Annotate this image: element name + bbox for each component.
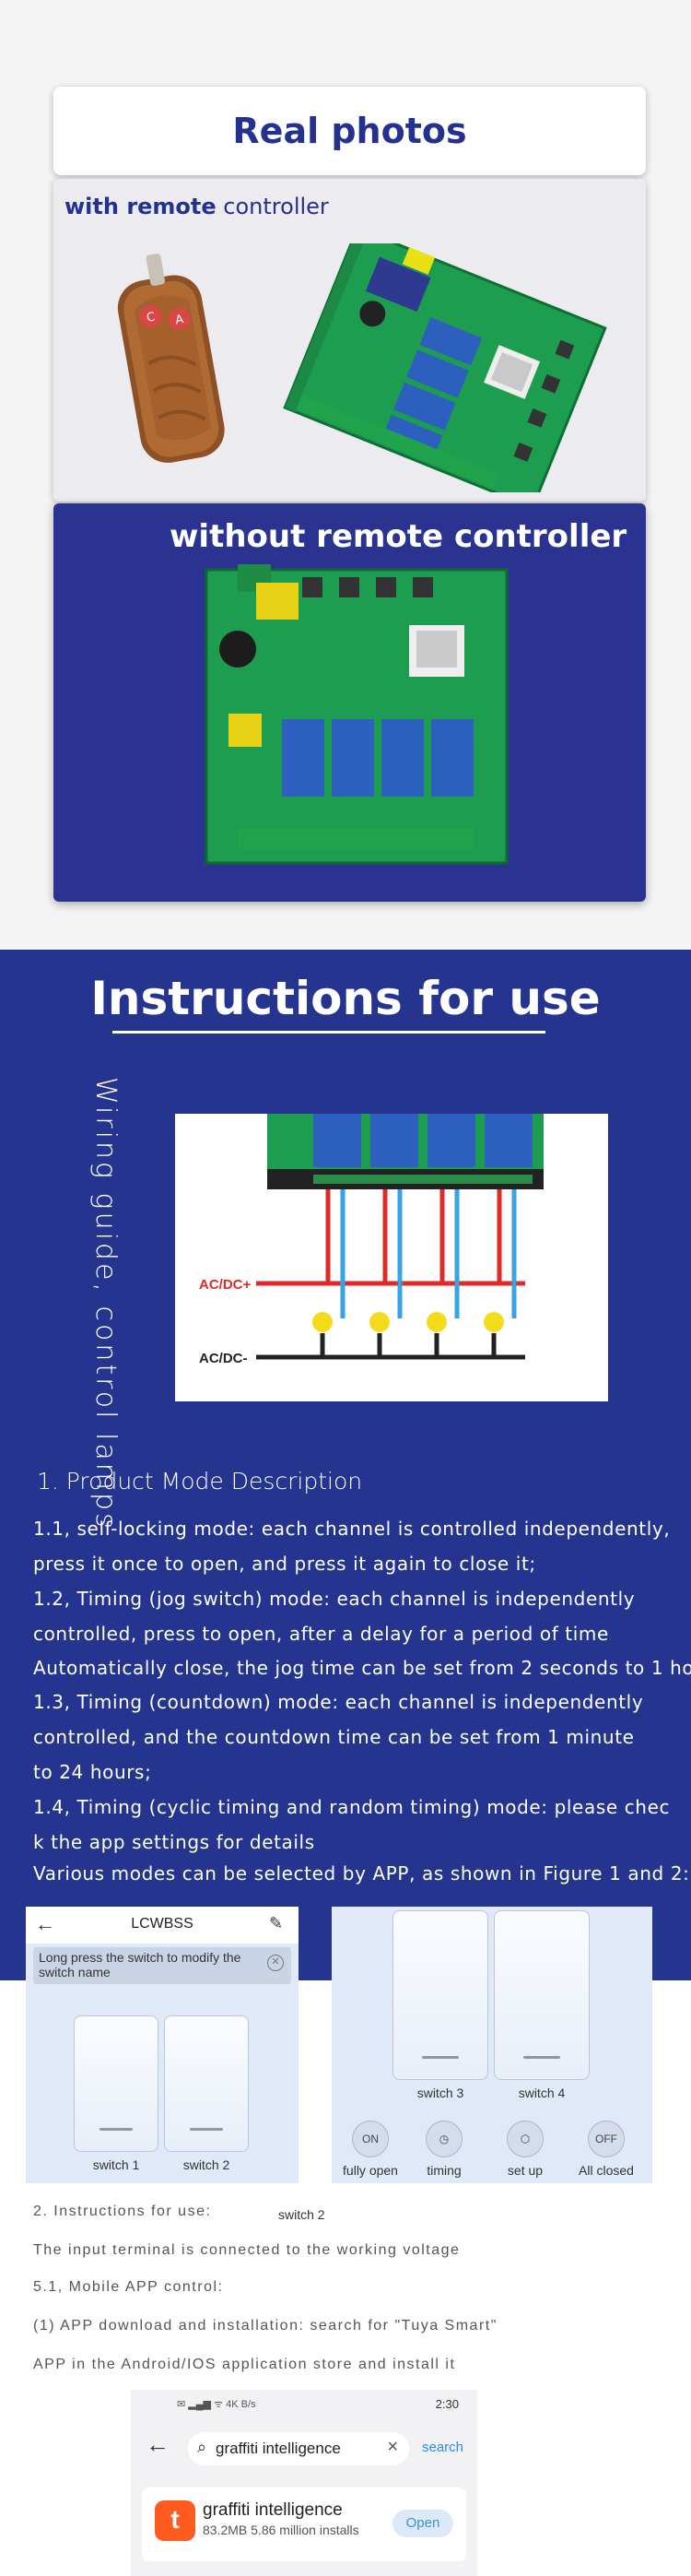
timing-label: timing bbox=[427, 2163, 462, 2178]
status-bar-icons: ✉ ▂▄▆ ᯤ 4K B/s bbox=[177, 2399, 256, 2410]
without-remote-label: without remote controller bbox=[170, 518, 627, 555]
pencil-icon[interactable]: ✎ bbox=[269, 1914, 284, 1932]
instructions-use-line-3: (1) APP download and installation: searc… bbox=[33, 2318, 498, 2334]
status-bar-time: 2:30 bbox=[435, 2397, 459, 2411]
with-remote-suffix: controller bbox=[216, 194, 329, 219]
real-photos-title: Real photos bbox=[232, 111, 467, 151]
app-screen-1: ← LCWBSS ✎ Long press the switch to modi… bbox=[26, 1907, 299, 2183]
store-search-text: graffiti intelligence bbox=[216, 2440, 341, 2457]
instructions-use-line-4: APP in the Android/IOS application store… bbox=[33, 2357, 456, 2372]
wiring-diagram-svg: AC/DC+ AC/DC- bbox=[199, 1114, 544, 1366]
remote-button-a bbox=[168, 307, 191, 330]
device-title: LCWBSS bbox=[131, 1916, 193, 1932]
product-mode-heading: 1. Product Mode Description bbox=[37, 1468, 363, 1495]
wiring-diagram: AC/DC+ AC/DC- bbox=[175, 1114, 608, 1401]
mode-line-6: 1.3, Timing (countdown) mode: each chann… bbox=[33, 1691, 644, 1713]
switch-3-button[interactable] bbox=[392, 1910, 488, 2080]
app-screen-2: switch 3 switch 4 ON ◷ ⬡ OFF fully open … bbox=[332, 1907, 652, 2183]
app-store-screen: ✉ ▂▄▆ ᯤ 4K B/s 2:30 ← ⌕ graffiti intelli… bbox=[131, 2390, 477, 2576]
lamp-4-icon bbox=[484, 1312, 504, 1332]
switch-2-label: switch 2 bbox=[182, 2157, 230, 2172]
switch-3-label: switch 3 bbox=[416, 2086, 464, 2100]
mode-line-3: 1.2, Timing (jog switch) mode: each chan… bbox=[33, 1588, 636, 1610]
all-closed-button[interactable]: OFF bbox=[588, 2121, 625, 2157]
app-screen-1-header: ← LCWBSS ✎ bbox=[26, 1907, 299, 1944]
lamp-1-icon bbox=[312, 1312, 333, 1332]
mode-line-4: controlled, press to open, after a delay… bbox=[33, 1623, 609, 1645]
mode-line-7: controlled, and the countdown time can b… bbox=[33, 1726, 635, 1748]
search-button[interactable]: search bbox=[422, 2440, 464, 2455]
instructions-use-line-2: 5.1, Mobile APP control: bbox=[33, 2279, 224, 2295]
switch-4-label: switch 4 bbox=[518, 2086, 566, 2100]
without-remote-card: without remote controller bbox=[53, 503, 646, 902]
mode-line-8: to 24 hours; bbox=[33, 1761, 152, 1783]
relay-board-photo-flat bbox=[205, 564, 509, 865]
rename-tip-text: Long press the switch to modify the swit… bbox=[39, 1950, 241, 1979]
wiring-guide-vertical-caption: Wiring guide, control lamps bbox=[89, 1077, 122, 1530]
remote-fob-photo: C A bbox=[117, 254, 225, 463]
mode-line-11: Various modes can be selected by APP, as… bbox=[33, 1862, 690, 1885]
instructions-title-underline bbox=[112, 1031, 545, 1034]
open-app-button[interactable]: Open bbox=[392, 2510, 453, 2537]
switch-1-button[interactable] bbox=[74, 2015, 158, 2152]
switch-1-label: switch 1 bbox=[92, 2157, 140, 2172]
mode-line-2: press it once to open, and press it agai… bbox=[33, 1553, 536, 1575]
all-closed-label: All closed bbox=[579, 2163, 634, 2178]
instructions-use-line-1: The input terminal is connected to the w… bbox=[33, 2242, 461, 2258]
app-result-card[interactable]: t graffiti intelligence 83.2MB 5.86 mill… bbox=[142, 2487, 466, 2561]
lamp-3-icon bbox=[427, 1312, 447, 1332]
mode-line-9: 1.4, Timing (cyclic timing and random ti… bbox=[33, 1796, 671, 1818]
lamp-2-icon bbox=[369, 1312, 390, 1332]
wiring-negative-label: AC/DC- bbox=[199, 1351, 248, 1366]
mode-line-1: 1.1, self-locking mode: each channel is … bbox=[33, 1518, 671, 1540]
back-arrow-icon[interactable]: ← bbox=[146, 2430, 170, 2458]
fully-open-button[interactable]: ON bbox=[352, 2121, 389, 2157]
switch-2-button[interactable] bbox=[164, 2015, 249, 2152]
real-photos-title-card: Real photos bbox=[53, 87, 646, 175]
set-up-button[interactable]: ⬡ bbox=[507, 2121, 544, 2157]
instructions-use-heading: 2. Instructions for use: bbox=[33, 2204, 212, 2219]
remote-button-c bbox=[139, 305, 162, 328]
with-remote-label: with remote controller bbox=[64, 194, 329, 219]
switch-4-button[interactable] bbox=[494, 1910, 590, 2080]
mode-line-10: k the app settings for details bbox=[33, 1831, 315, 1853]
wiring-positive-label: AC/DC+ bbox=[199, 1277, 251, 1293]
back-arrow-icon[interactable]: ← bbox=[35, 1912, 55, 1935]
set-up-label: set up bbox=[507, 2163, 544, 2178]
search-icon: ⌕ bbox=[197, 2438, 207, 2456]
timing-button[interactable]: ◷ bbox=[426, 2121, 463, 2157]
app-name: graffiti intelligence bbox=[203, 2500, 343, 2520]
clear-icon[interactable]: × bbox=[387, 2437, 398, 2457]
tuya-app-icon: t bbox=[155, 2500, 195, 2541]
with-remote-card: with remote controller C A bbox=[53, 179, 646, 502]
phone-switch-2-caption: switch 2 bbox=[278, 2207, 325, 2222]
remote-button-a-label: A bbox=[174, 313, 184, 327]
instructions-title: Instructions for use bbox=[90, 972, 601, 1025]
remote-button-c-label: C bbox=[146, 310, 157, 325]
rename-tip-banner: Long press the switch to modify the swit… bbox=[33, 1947, 291, 1984]
relay-board-photo-tilted bbox=[283, 243, 607, 492]
with-remote-prefix: with remote bbox=[64, 194, 217, 219]
store-search-input[interactable]: ⌕ graffiti intelligence × bbox=[188, 2432, 409, 2465]
close-circle-icon[interactable]: ✕ bbox=[267, 1955, 284, 1971]
mode-line-5: Automatically close, the jog time can be… bbox=[33, 1657, 691, 1679]
app-meta: 83.2MB 5.86 million installs bbox=[203, 2523, 359, 2537]
fully-open-label: fully open bbox=[343, 2163, 398, 2178]
